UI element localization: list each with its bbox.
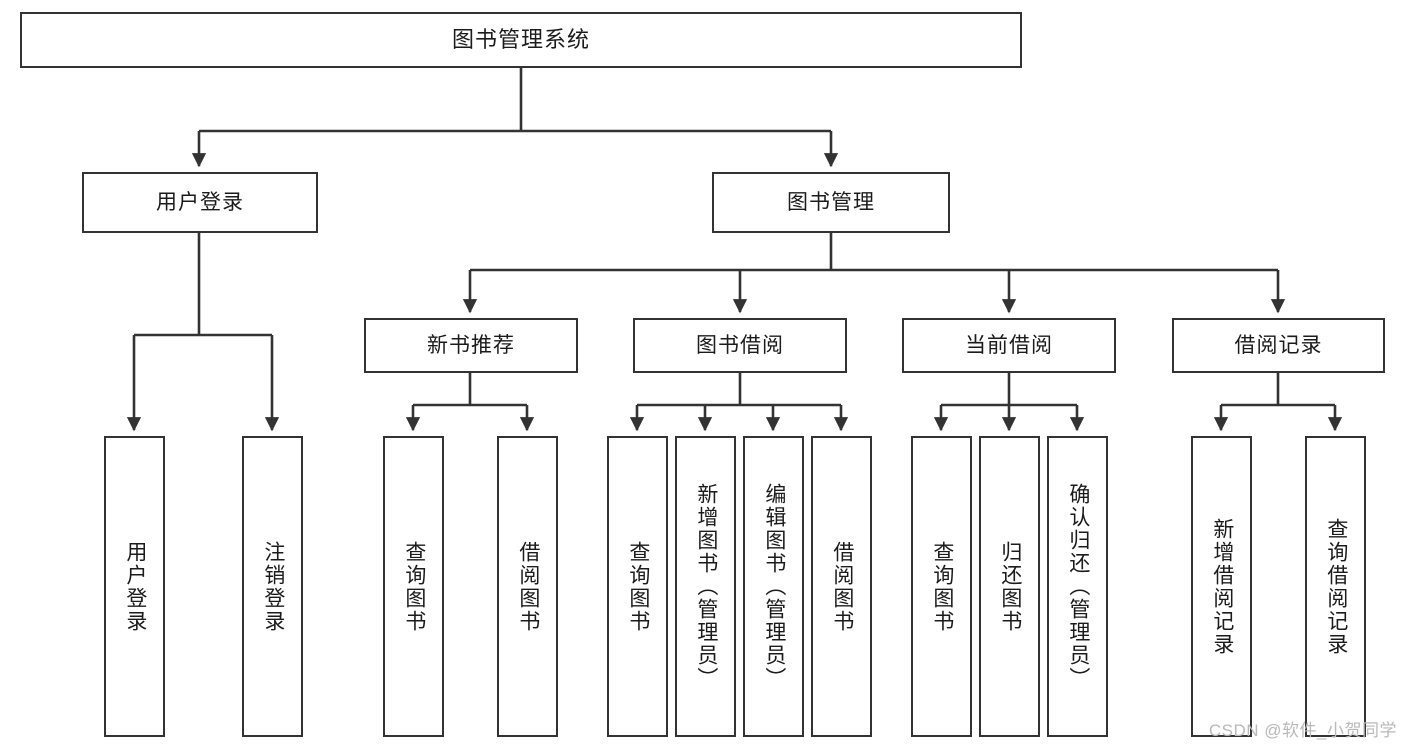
node-leaf-user-login-label: 用户登录 <box>123 540 147 633</box>
node-leaf-query-book-2[interactable]: 查询图书 <box>607 436 668 737</box>
node-book-borrow[interactable]: 图书借阅 <box>633 318 847 373</box>
node-leaf-add-book[interactable]: 新增图书（管理员） <box>675 436 736 737</box>
node-book-manage-label: 图书管理 <box>787 190 875 214</box>
node-root-label: 图书管理系统 <box>451 26 590 52</box>
node-leaf-query-record-label: 查询借阅记录 <box>1324 517 1348 656</box>
node-root[interactable]: 图书管理系统 <box>20 12 1022 68</box>
node-new-book-recommend[interactable]: 新书推荐 <box>364 318 578 373</box>
node-leaf-edit-book-label: 编辑图书（管理员） <box>762 483 786 690</box>
node-leaf-logout[interactable]: 注销登录 <box>242 436 303 737</box>
node-leaf-add-book-label: 新增图书（管理员） <box>694 483 718 690</box>
node-leaf-query-book-3[interactable]: 查询图书 <box>911 436 972 737</box>
node-leaf-edit-book[interactable]: 编辑图书（管理员） <box>743 436 804 737</box>
node-current-borrow-label: 当前借阅 <box>965 333 1053 357</box>
node-leaf-query-book-1-label: 查询图书 <box>402 540 426 633</box>
csdn-watermark: CSDN @软件_小贺同学 <box>1208 721 1397 740</box>
node-borrow-record[interactable]: 借阅记录 <box>1172 318 1385 373</box>
node-user-login-label: 用户登录 <box>156 190 244 214</box>
node-leaf-query-book-1[interactable]: 查询图书 <box>383 436 444 737</box>
node-leaf-query-book-3-label: 查询图书 <box>930 540 954 633</box>
node-leaf-borrow-book-2-label: 借阅图书 <box>830 540 854 633</box>
node-leaf-user-login[interactable]: 用户登录 <box>104 436 165 737</box>
node-leaf-query-record[interactable]: 查询借阅记录 <box>1305 436 1366 737</box>
node-leaf-add-record-label: 新增借阅记录 <box>1210 517 1234 656</box>
node-current-borrow[interactable]: 当前借阅 <box>902 318 1116 373</box>
node-leaf-borrow-book-1[interactable]: 借阅图书 <box>497 436 558 737</box>
node-leaf-borrow-book-2[interactable]: 借阅图书 <box>811 436 872 737</box>
node-leaf-return-book[interactable]: 归还图书 <box>979 436 1040 737</box>
node-user-login[interactable]: 用户登录 <box>82 172 318 233</box>
node-leaf-add-record[interactable]: 新增借阅记录 <box>1191 436 1252 737</box>
node-leaf-query-book-2-label: 查询图书 <box>626 540 650 633</box>
node-leaf-borrow-book-1-label: 借阅图书 <box>516 540 540 633</box>
node-book-manage[interactable]: 图书管理 <box>712 172 950 233</box>
node-borrow-record-label: 借阅记录 <box>1234 333 1323 357</box>
node-book-borrow-label: 图书借阅 <box>696 333 784 357</box>
node-leaf-logout-label: 注销登录 <box>261 540 285 633</box>
node-leaf-confirm-return[interactable]: 确认归还（管理员） <box>1047 436 1108 737</box>
node-leaf-return-book-label: 归还图书 <box>998 540 1022 633</box>
node-new-book-recommend-label: 新书推荐 <box>427 333 515 357</box>
node-leaf-confirm-return-label: 确认归还（管理员） <box>1066 483 1090 690</box>
